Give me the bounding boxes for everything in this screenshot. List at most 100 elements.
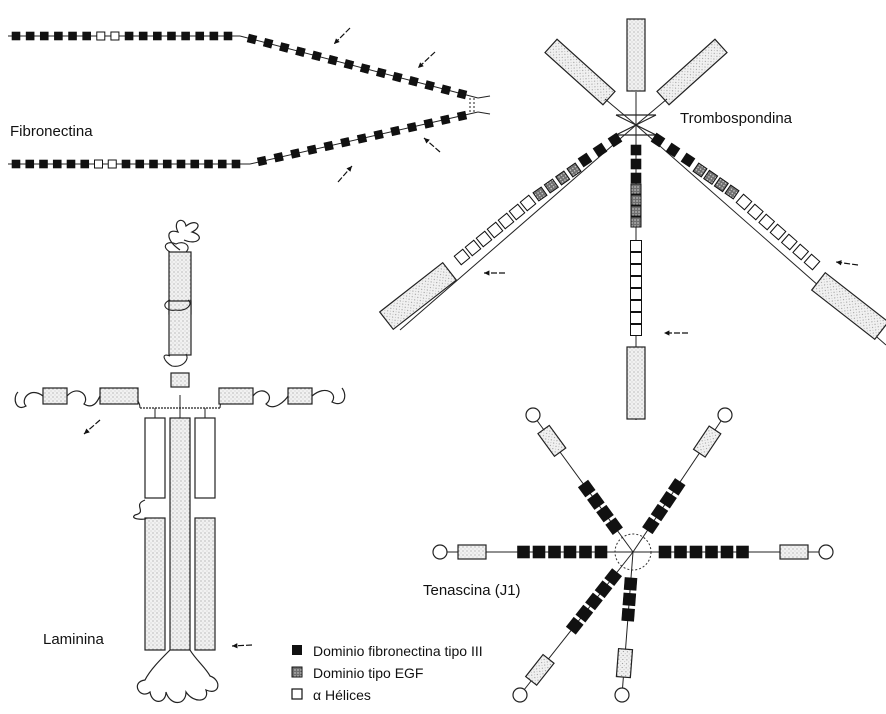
fn3-domain — [341, 137, 351, 147]
fn3-domain — [69, 32, 77, 40]
terminal-knob — [526, 408, 540, 422]
legend-fn3-swatch — [292, 645, 302, 655]
fn3-domain — [263, 38, 273, 48]
fn3-domain — [83, 32, 91, 40]
fn3-domain — [457, 89, 467, 99]
egf-domain — [693, 163, 707, 177]
helix-domain — [631, 301, 642, 312]
egf-domain — [704, 170, 718, 184]
fn3-domain — [675, 546, 687, 558]
fn3-domain — [457, 111, 467, 121]
fn3-domain — [631, 173, 641, 183]
helix-rod-right — [812, 273, 886, 340]
fn3-domain — [357, 134, 367, 144]
egf-domain — [544, 179, 558, 193]
helix-domain — [108, 160, 116, 168]
helix-rod — [145, 418, 165, 498]
fibronectin-diagram — [8, 28, 490, 182]
helix-domain — [631, 289, 642, 300]
fn3-domain — [409, 76, 419, 86]
connector-line — [605, 99, 636, 125]
helix-domain — [770, 224, 786, 240]
fn3-domain — [631, 145, 641, 155]
fn3-domain — [26, 32, 34, 40]
fn3-domain — [312, 51, 322, 61]
fn3-domain — [125, 32, 133, 40]
helix-domain — [631, 265, 642, 276]
fn3-domain — [247, 34, 257, 44]
fn3-domain — [40, 32, 48, 40]
helix-domain — [487, 222, 502, 237]
fn3-domain — [274, 152, 284, 162]
fn3-domain — [690, 546, 702, 558]
fn3-domain — [595, 581, 612, 598]
helix-domain — [476, 231, 491, 246]
helix-rod-bottom — [627, 347, 645, 419]
tenascin-label: Tenascina (J1) — [423, 582, 521, 599]
helix-rod — [170, 418, 190, 650]
fn3-domain — [136, 160, 144, 168]
fn3-domain — [218, 160, 226, 168]
egf-domain — [631, 206, 641, 216]
fn3-domain — [177, 160, 185, 168]
fn3-domain — [374, 130, 384, 140]
thrombospondin-diagram — [380, 19, 886, 420]
egf-rod — [100, 388, 138, 404]
egf-block — [526, 655, 554, 686]
fn3-domain — [210, 32, 218, 40]
fn3-domain — [196, 32, 204, 40]
fn3-domain — [425, 81, 435, 91]
fn3-domain — [643, 517, 660, 534]
fn3-domain — [566, 617, 583, 634]
fn3-domain — [580, 546, 592, 558]
fn3-domain — [139, 32, 147, 40]
fn3-domain — [40, 160, 48, 168]
fn3-domain — [257, 156, 267, 166]
fn3-domain — [182, 32, 190, 40]
helix-rod — [195, 418, 215, 498]
fn3-domain — [622, 608, 635, 621]
legend-helix-label: α Hélices — [313, 687, 371, 703]
helix-domain — [95, 160, 103, 168]
fn3-domain — [150, 160, 158, 168]
arrow-head — [346, 166, 352, 172]
helix-domain — [111, 32, 119, 40]
fn3-domain — [441, 85, 451, 95]
helix-rod — [195, 518, 215, 650]
fn3-domain — [587, 493, 604, 510]
helix-domain — [509, 204, 524, 219]
terminal-knob — [718, 408, 732, 422]
fn3-domain — [122, 160, 130, 168]
terminal-knob — [615, 688, 629, 702]
fn3-domain — [81, 160, 89, 168]
fn3-domain — [660, 491, 677, 508]
egf-domain — [556, 171, 570, 185]
fn3-domain — [706, 546, 718, 558]
fn3-domain — [597, 505, 614, 522]
fn3-domain — [53, 160, 61, 168]
globular-domain-bottom — [137, 650, 218, 703]
egf-domain — [725, 185, 739, 199]
arrow-head — [484, 270, 489, 275]
helix-domain — [759, 214, 775, 230]
helix-rod-top-left — [545, 39, 615, 105]
helix-domain — [631, 313, 642, 324]
fn3-domain — [564, 546, 576, 558]
terminal-knob — [513, 688, 527, 702]
fn3-domain — [279, 43, 289, 53]
fn3-domain — [291, 149, 301, 159]
fn3-domain — [12, 32, 20, 40]
helix-rod — [145, 518, 165, 650]
fn3-domain — [191, 160, 199, 168]
egf-rod — [219, 388, 253, 404]
fn3-domain — [167, 32, 175, 40]
helix-domain — [736, 194, 752, 210]
helix-domain — [631, 253, 642, 264]
egf-domain — [714, 178, 728, 192]
fn3-domain — [737, 546, 749, 558]
helix-rod-top — [627, 19, 645, 91]
egf-domain — [631, 195, 641, 205]
fn3-domain — [666, 143, 680, 157]
